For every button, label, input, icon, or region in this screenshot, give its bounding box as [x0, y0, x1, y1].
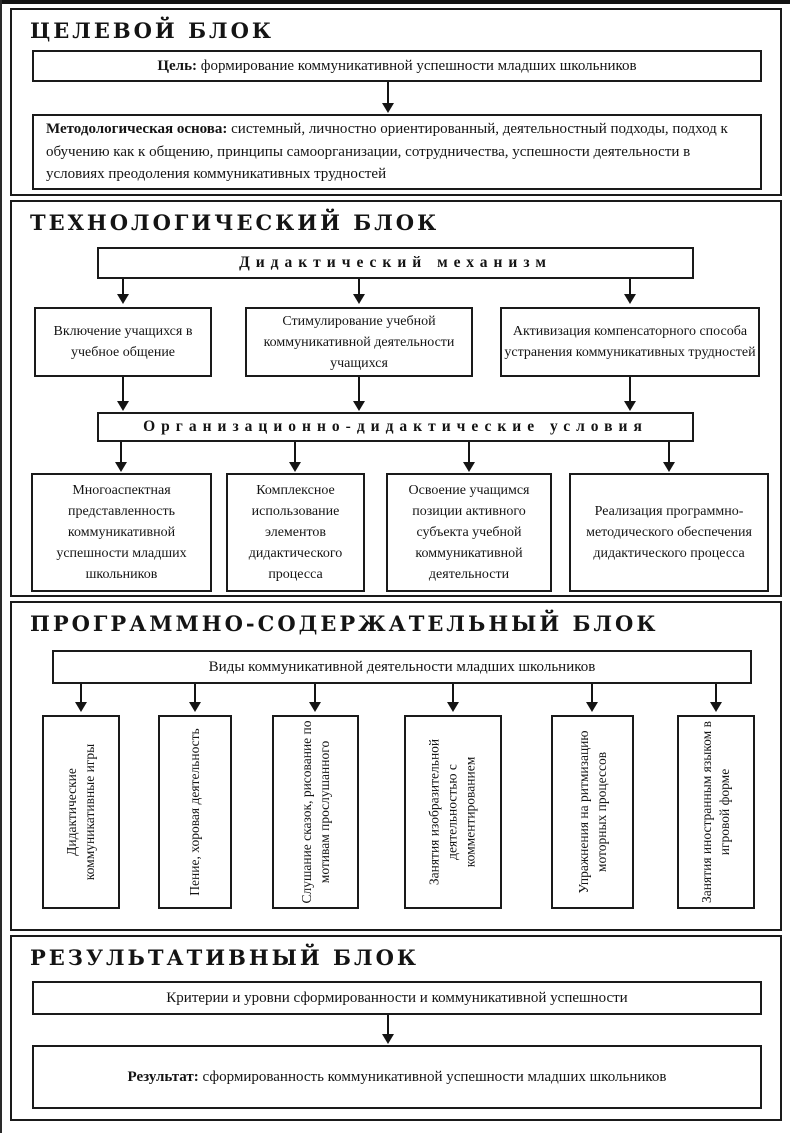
activity-text-1: Дидактические коммуникативные игры: [63, 743, 97, 881]
section-title-target: ЦЕЛЕВОЙ БЛОК: [30, 18, 274, 43]
goal-value: формирование коммуникативной успешности …: [200, 57, 637, 74]
scan-edge-top: [0, 0, 790, 4]
arrow-down: [189, 684, 201, 712]
section-title-result: РЕЗУЛЬТАТИВНЫЙ БЛОК: [30, 945, 419, 970]
activity-box-3: Слушание сказок, рисование по мотивам пр…: [272, 715, 359, 909]
activity-box-4: Занятия изобразительной деятельностью с …: [404, 715, 502, 909]
arrow-down: [586, 684, 598, 712]
methodology-label: Методологическая основа:: [46, 121, 228, 138]
criteria-box: Критерии и уровни сформированности и ком…: [32, 981, 762, 1015]
activity-text-4: Занятия изобразительной деятельностью с …: [426, 738, 479, 886]
mechanism-box-2: Стимулирование учебной коммуникативной д…: [245, 307, 473, 377]
activities-header-text: Виды коммуникативной деятельности младши…: [208, 658, 596, 675]
activity-text-5: Упражнения на ритмизацию моторных процес…: [575, 730, 609, 894]
activity-text-6: Занятия иностранным языком в игровой фор…: [698, 721, 732, 903]
arrow-down: [463, 442, 475, 472]
section-program-block: ПРОГРАММНО-СОДЕРЖАТЕЛЬНЫЙ БЛОК Виды комм…: [10, 601, 782, 931]
activity-box-2: Пение, хоровая деятельность: [158, 715, 232, 909]
arrow-down: [382, 1015, 394, 1044]
arrow-down: [75, 684, 87, 712]
mechanism-box-3: Активизация компенсаторного способа устр…: [500, 307, 760, 377]
section-target-block: ЦЕЛЕВОЙ БЛОК Цель: формирование коммуник…: [10, 8, 782, 196]
arrow-down: [289, 442, 301, 472]
arrow-down: [115, 442, 127, 472]
goal-box: Цель: формирование коммуникативной успеш…: [32, 50, 762, 82]
condition-box-4: Реализация программно-методического обес…: [569, 473, 769, 592]
didactic-conditions-bar: Организационно-дидактические условия: [97, 412, 694, 442]
condition-text-4: Реализация программно-методического обес…: [586, 504, 752, 561]
activity-box-5: Упражнения на ритмизацию моторных процес…: [551, 715, 634, 909]
result-text: Результат: сформированность коммуникатив…: [107, 1066, 687, 1089]
condition-box-1: Многоаспектная представленность коммуник…: [31, 473, 212, 592]
arrow-down: [353, 377, 365, 411]
activity-box-6: Занятия иностранным языком в игровой фор…: [677, 715, 755, 909]
mechanism-box-1: Включение учащихся в учебное общение: [34, 307, 212, 377]
condition-text-2: Комплексное использование элементов дида…: [248, 483, 343, 582]
result-box: Результат: сформированность коммуникатив…: [32, 1045, 762, 1109]
goal-text: Цель: формирование коммуникативной успеш…: [34, 55, 760, 78]
result-label: Результат:: [127, 1068, 199, 1085]
section-title-technological: ТЕХНОЛОГИЧЕСКИЙ БЛОК: [30, 210, 440, 235]
methodology-value: системный, личностно ориентированный, де…: [46, 121, 728, 183]
activity-text-2: Пение, хоровая деятельность: [186, 728, 202, 896]
arrow-down: [663, 442, 675, 472]
didactic-conditions-label: Организационно-дидактические условия: [143, 418, 648, 435]
activities-header-box: Виды коммуникативной деятельности младши…: [52, 650, 752, 684]
arrow-down: [117, 279, 129, 304]
methodology-text: Методологическая основа: системный, личн…: [46, 118, 748, 186]
condition-box-2: Комплексное использование элементов дида…: [226, 473, 365, 592]
section-technological-block: ТЕХНОЛОГИЧЕСКИЙ БЛОК Дидактический механ…: [10, 200, 782, 597]
activity-text-3: Слушание сказок, рисование по мотивам пр…: [298, 720, 332, 904]
arrow-down: [353, 279, 365, 304]
scan-edge-left: [0, 0, 2, 1133]
arrow-down: [447, 684, 459, 712]
mechanism-text-2: Стимулирование учебной коммуникативной д…: [263, 313, 455, 371]
section-result-block: РЕЗУЛЬТАТИВНЫЙ БЛОК Критерии и уровни сф…: [10, 935, 782, 1121]
methodology-box: Методологическая основа: системный, личн…: [32, 114, 762, 190]
arrow-down: [710, 684, 722, 712]
condition-text-3: Освоение учащимся позиции активного субъ…: [408, 483, 530, 582]
mechanism-text-3: Активизация компенсаторного способа устр…: [504, 324, 756, 360]
arrow-down: [117, 377, 129, 411]
arrow-down: [624, 377, 636, 411]
result-value: сформированность коммуникативной успешно…: [202, 1068, 667, 1085]
arrow-down: [624, 279, 636, 304]
didactic-mechanism-label: Дидактический механизм: [239, 254, 552, 271]
section-title-program: ПРОГРАММНО-СОДЕРЖАТЕЛЬНЫЙ БЛОК: [30, 611, 659, 636]
arrow-down: [382, 82, 394, 113]
activity-box-1: Дидактические коммуникативные игры: [42, 715, 120, 909]
mechanism-text-1: Включение учащихся в учебное общение: [53, 324, 193, 360]
didactic-mechanism-bar: Дидактический механизм: [97, 247, 694, 279]
condition-box-3: Освоение учащимся позиции активного субъ…: [386, 473, 552, 592]
condition-text-1: Многоаспектная представленность коммуник…: [56, 483, 187, 582]
goal-label: Цель:: [157, 57, 198, 74]
arrow-down: [309, 684, 321, 712]
criteria-text: Критерии и уровни сформированности и ком…: [166, 989, 628, 1006]
